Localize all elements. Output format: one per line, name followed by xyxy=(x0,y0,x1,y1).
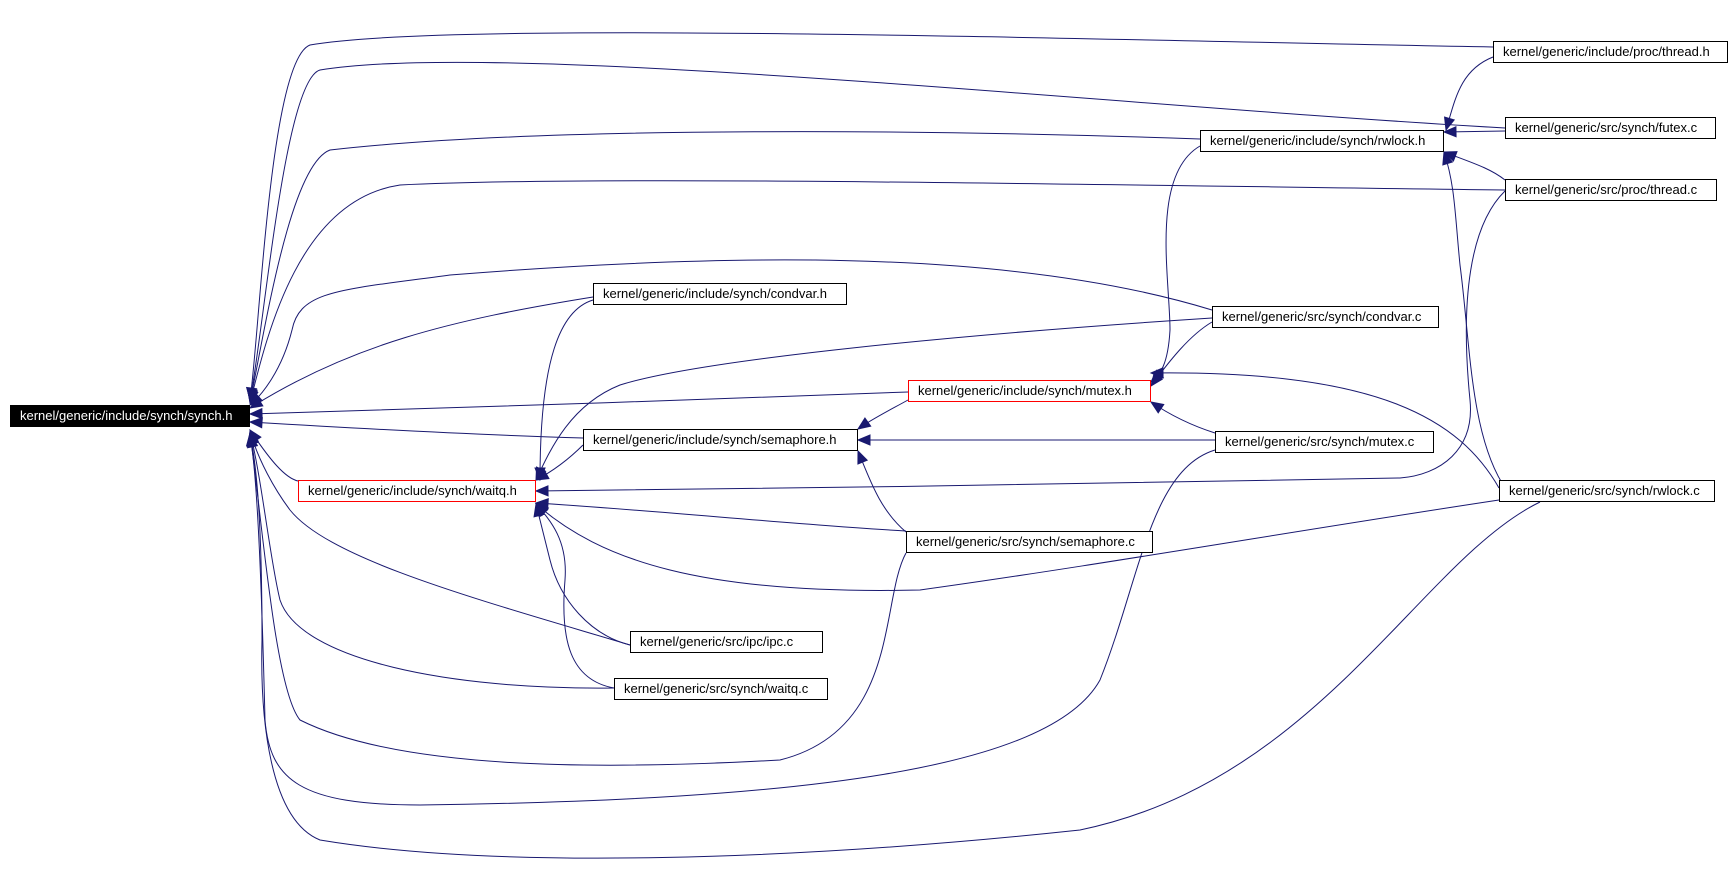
arrowhead-semaphore_h-to-synch_h xyxy=(248,417,263,429)
arrowhead-thread_c-to-rwlock_h xyxy=(1442,151,1458,162)
arrowhead-condvar_c-to-waitq_h xyxy=(535,466,547,482)
node-thread-c[interactable]: kernel/generic/src/proc/thread.c xyxy=(1505,179,1717,201)
edge-ipc_c-to-synch_h xyxy=(249,430,631,646)
arrowhead-futex_c-to-rwlock_h xyxy=(1442,126,1457,138)
edge-condvar_h-to-synch_h xyxy=(249,296,594,409)
edge-rwlock_c-to-waitq_h xyxy=(535,499,1500,591)
arrowhead-mutex_h-to-semaphore_h xyxy=(856,417,872,430)
edge-futex_c-to-synch_h xyxy=(249,61,1506,402)
arrowhead-waitq_c-to-waitq_h xyxy=(535,503,549,518)
edge-waitq_c-to-synch_h xyxy=(249,431,615,689)
node-ipc-c[interactable]: kernel/generic/src/ipc/ipc.c xyxy=(630,631,823,653)
node-rwlock-c[interactable]: kernel/generic/src/synch/rwlock.c xyxy=(1499,480,1715,502)
arrowhead-semaphore_c-to-semaphore_h xyxy=(857,449,869,465)
node-condvar-h[interactable]: kernel/generic/include/synch/condvar.h xyxy=(593,283,847,305)
arrowhead-mutex_c-to-mutex_h xyxy=(1149,401,1165,414)
arrowhead-rwlock_c-to-mutex_h xyxy=(1149,367,1164,379)
edge-semaphore_c-to-synch_h xyxy=(249,432,907,766)
node-semaphore-h[interactable]: kernel/generic/include/synch/semaphore.h xyxy=(583,429,858,451)
node-thread-h[interactable]: kernel/generic/include/proc/thread.h xyxy=(1493,41,1728,63)
arrowhead-rwlock_c-to-synch_h xyxy=(246,433,259,449)
edge-rwlock_c-to-mutex_h xyxy=(1150,372,1500,489)
node-mutex-h[interactable]: kernel/generic/include/synch/mutex.h xyxy=(908,380,1151,402)
arrowhead-thread_h-to-rwlock_h xyxy=(1443,116,1456,132)
edge-thread_h-to-synch_h xyxy=(249,32,1494,401)
node-futex-c[interactable]: kernel/generic/src/synch/futex.c xyxy=(1505,117,1716,139)
arrowhead-condvar_h-to-synch_h xyxy=(248,396,264,409)
arrowhead-mutex_c-to-semaphore_h xyxy=(856,434,871,446)
edge-rwlock_h-to-synch_h xyxy=(249,131,1201,403)
arrowhead-mutex_h-to-synch_h xyxy=(248,407,263,420)
edge-rwlock_c-to-rwlock_h xyxy=(1443,151,1503,484)
edge-thread_c-to-synch_h xyxy=(249,180,1506,404)
edge-rwlock_h-to-mutex_h xyxy=(1150,145,1201,383)
arrowhead-rwlock_c-to-rwlock_h xyxy=(1442,150,1454,166)
node-waitq-h[interactable]: kernel/generic/include/synch/waitq.h xyxy=(298,480,536,502)
edge-mutex_h-to-synch_h xyxy=(249,391,909,415)
edge-condvar_c-to-waitq_h xyxy=(535,317,1213,481)
edge-semaphore_h-to-synch_h xyxy=(249,421,584,439)
edge-mutex_c-to-synch_h xyxy=(249,433,1216,806)
node-rwlock-h[interactable]: kernel/generic/include/synch/rwlock.h xyxy=(1200,130,1444,152)
edge-condvar_c-to-synch_h xyxy=(249,259,1213,406)
edge-thread_c-to-waitq_h xyxy=(535,190,1506,492)
dependency-arrowheads xyxy=(245,116,1458,518)
edge-rwlock_c-to-synch_h xyxy=(249,434,1541,859)
node-semaphore-c[interactable]: kernel/generic/src/synch/semaphore.c xyxy=(906,531,1153,553)
node-mutex-c[interactable]: kernel/generic/src/synch/mutex.c xyxy=(1215,431,1434,453)
node-condvar-c[interactable]: kernel/generic/src/synch/condvar.c xyxy=(1212,306,1439,328)
arrowhead-thread_c-to-waitq_h xyxy=(534,485,549,497)
node-waitq-c[interactable]: kernel/generic/src/synch/waitq.c xyxy=(614,678,828,700)
edge-semaphore_c-to-semaphore_h xyxy=(857,450,907,533)
edge-ipc_c-to-waitq_h xyxy=(535,503,631,646)
edge-semaphore_c-to-waitq_h xyxy=(535,502,907,532)
node-synch-h: kernel/generic/include/synch/synch.h xyxy=(10,405,250,427)
edge-condvar_h-to-waitq_h xyxy=(539,299,594,481)
edge-waitq_c-to-waitq_h xyxy=(535,503,615,689)
